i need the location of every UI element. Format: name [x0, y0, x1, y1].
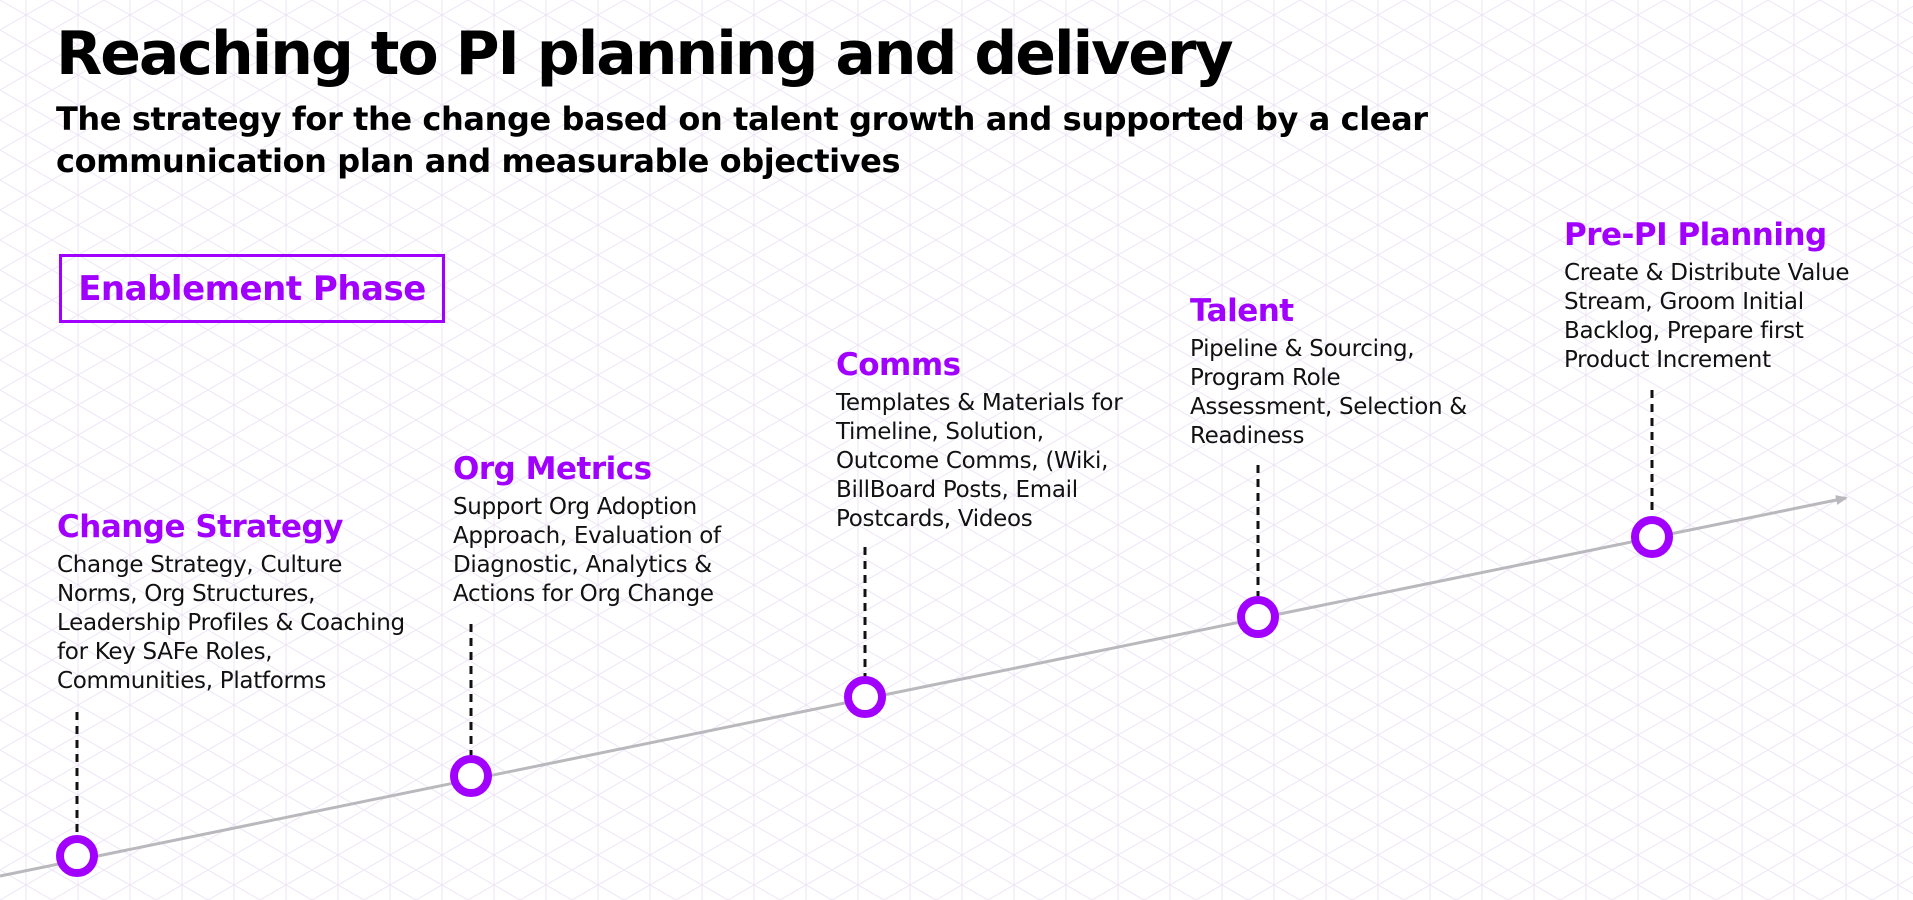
page-subtitle: The strategy for the change based on tal…: [56, 100, 1428, 180]
milestone-title: Talent: [1190, 293, 1294, 329]
milestone-description: Create & Distribute Value Stream, Groom …: [1564, 260, 1850, 373]
milestone-pre-pi-planning: Pre-PI Planning Create & Distribute Valu…: [1564, 215, 1884, 375]
milestone-title: Comms: [836, 347, 961, 383]
phase-box: Enablement Phase: [59, 254, 445, 323]
node-comms: [844, 676, 886, 718]
milestone-description: Templates & Materials for Timeline, Solu…: [836, 390, 1123, 532]
milestone-description: Change Strategy, Culture Norms, Org Stru…: [57, 552, 405, 694]
milestone-description: Pipeline & Sourcing, Program Role Assess…: [1190, 336, 1467, 449]
node-change-strategy: [56, 835, 98, 877]
milestone-title: Org Metrics: [453, 451, 652, 487]
phase-label: Enablement Phase: [78, 268, 426, 309]
milestone-title: Change Strategy: [57, 509, 343, 545]
node-pre-pi-planning: [1631, 516, 1673, 558]
milestone-title: Pre-PI Planning: [1564, 217, 1827, 253]
node-talent: [1237, 596, 1279, 638]
milestone-comms: Comms Templates & Materials for Timeline…: [836, 345, 1136, 534]
node-org-metrics: [450, 755, 492, 797]
milestone-change-strategy: Change Strategy Change Strategy, Culture…: [57, 507, 417, 696]
milestone-description: Support Org Adoption Approach, Evaluatio…: [453, 494, 721, 607]
milestone-org-metrics: Org Metrics Support Org Adoption Approac…: [453, 449, 783, 609]
timeline-axis: [0, 495, 1848, 878]
page-title: Reaching to PI planning and delivery: [56, 19, 1234, 89]
milestone-talent: Talent Pipeline & Sourcing, Program Role…: [1190, 291, 1480, 451]
